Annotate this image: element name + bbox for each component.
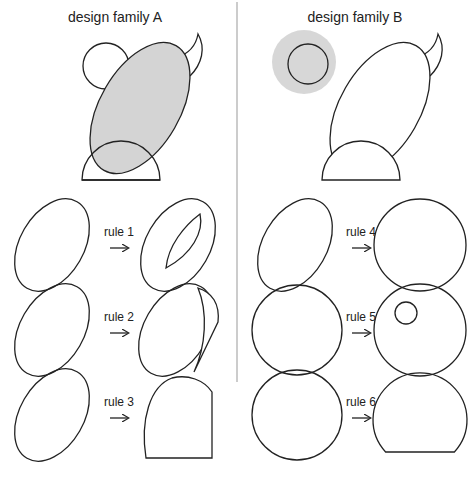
rule-label: rule 2 xyxy=(104,311,134,324)
divider-line xyxy=(237,2,238,382)
rule-6-shapes xyxy=(252,370,467,460)
rule-1-shapes xyxy=(0,186,231,305)
rule-label: rule 3 xyxy=(104,396,134,409)
rule-5-shapes xyxy=(252,284,466,376)
rule-label: rule 4 xyxy=(346,226,376,239)
rule-label: rule 5 xyxy=(346,311,376,324)
rule-3-shapes xyxy=(0,356,212,475)
rule-label: rule 6 xyxy=(346,396,376,409)
family-b-composite xyxy=(272,26,451,191)
family-heading: design family A xyxy=(68,10,162,25)
rule-label: rule 1 xyxy=(104,226,134,239)
family-heading: design family B xyxy=(308,10,403,25)
rule-4-shapes xyxy=(242,186,466,305)
family-a-composite xyxy=(69,26,210,191)
rule-2-shapes xyxy=(0,271,229,390)
